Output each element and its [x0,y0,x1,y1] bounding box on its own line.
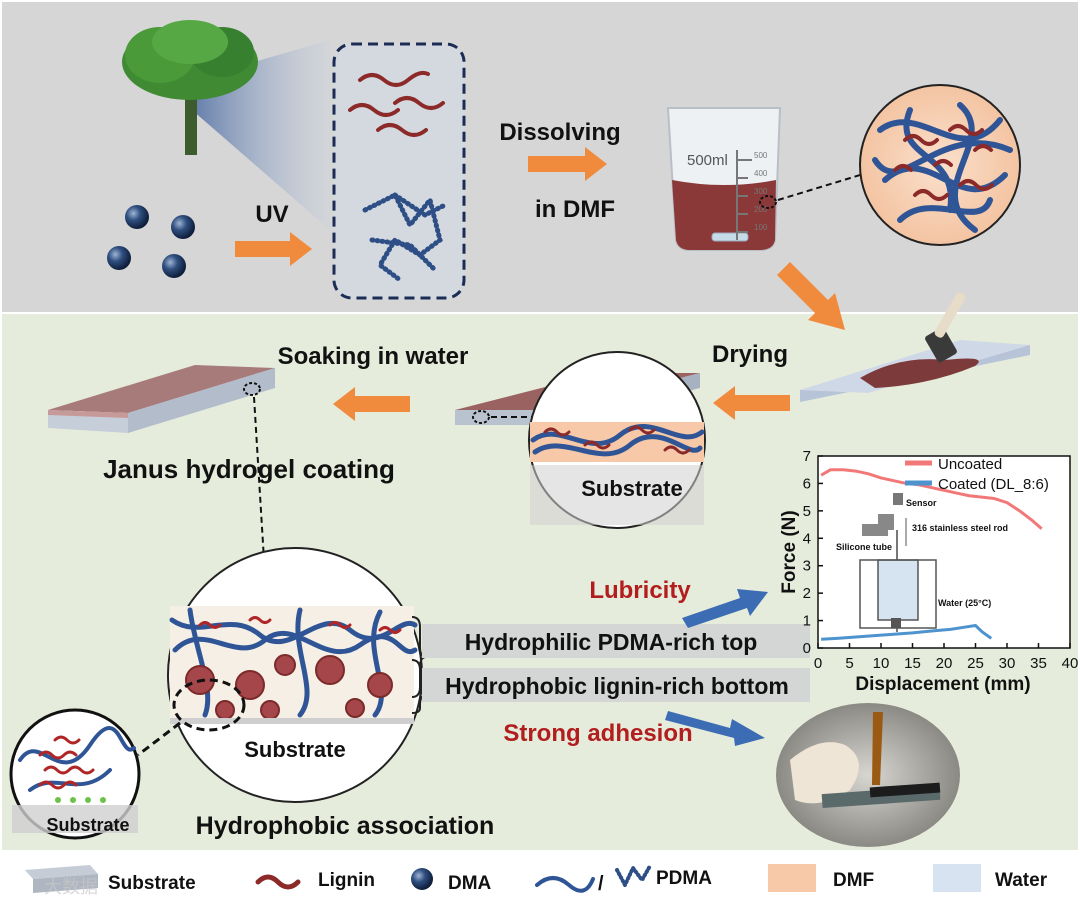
tree-icon [122,20,330,230]
uv-arrow [235,232,312,266]
association-zoom-marker [172,678,246,732]
dried-film-substrate-label: Substrate [581,476,682,501]
legend-pdma-network-icon [615,864,652,890]
y-tick-label: 1 [803,613,811,630]
beaker-scale-100: 100 [754,223,768,232]
adhesion-arrow [665,711,765,746]
x-tick-label: 10 [873,655,890,672]
watermark-text: 大数据 [44,877,98,897]
layer-bottom-label: Hydrophobic lignin-rich bottom [445,673,789,699]
inset-tube-label: Silicone tube [836,542,892,552]
association-substrate-label: Substrate [46,815,129,835]
y-tick-label: 4 [803,530,811,547]
legend-substrate-icon [25,865,98,893]
layer-top-label: Hydrophilic PDMA-rich top [465,629,758,655]
janus-structure-zoom [167,547,423,803]
y-tick-label: 2 [803,585,811,602]
series-line-coated [821,624,993,641]
legend-water-swatch [933,864,981,892]
beaker-scale-500: 500 [754,151,768,160]
soaking-label: Soaking in water [278,343,469,370]
beaker-scale-200: 200 [754,205,768,214]
layer-bottom-box [422,668,810,702]
janus-zoom-line [253,396,265,561]
layer-top-box [422,624,810,658]
dissolving-arrow [528,147,607,181]
apparatus-inset [859,493,937,632]
to-brush-arrow [777,262,845,330]
lubricity-arrow [682,589,768,628]
pdma-network-icon [362,191,448,283]
y-tick-label: 0 [803,640,811,657]
legend-pdma-chain-icon [535,876,595,893]
legend-dma-label: DMA [448,873,492,894]
x-tick-label: 20 [936,655,953,672]
dma-monomer-icons [107,205,195,278]
association-zoom-line [137,721,181,757]
inset-sensor-label: Sensor [906,498,937,508]
coating-zoom-marker [472,410,490,424]
series-line-uncoated [820,468,1043,530]
lubricity-label: Lubricity [589,577,691,604]
beaker-icon [666,107,782,251]
hydrophobic-association-label: Hydrophobic association [196,812,495,840]
drying-arrow [713,386,790,420]
janus-coating-title: Janus hydrogel coating [103,454,395,484]
adhesion-photo [776,703,960,847]
legend-dmf-label: DMF [833,870,874,891]
force-displacement-chart: Sensor 316 stainless steel rod Silicone … [779,448,1078,695]
y-tick-label: 3 [803,558,811,575]
janus-coating-slide [48,365,275,433]
janus-zoom-marker [243,382,261,396]
inset-rod-label: 316 stainless steel rod [912,523,1008,533]
x-tick-label: 5 [845,655,853,672]
x-tick-label: 0 [814,655,822,672]
beaker-scale-400: 400 [754,169,768,178]
uv-label: UV [255,201,288,228]
y-tick-label: 7 [803,448,811,465]
legend-substrate-label: Substrate [108,873,196,894]
legend-dmf-swatch [768,864,816,892]
chart-ylabel: Force (N) [779,510,800,593]
legend-label-coated: Coated (DL_8:6) [938,476,1049,493]
dried-film-zoom [528,351,706,529]
beaker-scale-300: 300 [754,187,768,196]
beaker-volume-label: 500ml [687,152,728,169]
legend-dma-icon [411,868,433,890]
x-tick-label: 35 [1030,655,1047,672]
x-tick-label: 25 [967,655,984,672]
legend-water-label: Water [995,870,1048,891]
lignin-chain-icons [348,70,445,137]
y-tick-label: 5 [803,503,811,520]
legend-lignin-icon [255,874,301,890]
in-dmf-label: in DMF [535,196,615,223]
legend-background [2,852,1078,903]
drying-label: Drying [712,341,788,368]
y-tick-label: 6 [803,475,811,492]
brush-coating-slide [800,292,1030,402]
legend-pdma-separator: / [598,873,604,895]
dmf-solution-zoom [859,84,1021,246]
dashed-molecule-box [332,42,466,300]
x-tick-label: 30 [999,655,1016,672]
hydrophobic-association-zoom [9,708,141,840]
janus-substrate-label: Substrate [244,737,345,762]
legend-label-uncoated: Uncoated [938,456,1002,473]
x-tick-label: 40 [1062,655,1079,672]
dissolving-label: Dissolving [499,119,620,146]
legend-pdma-label: PDMA [656,868,712,889]
beaker-zoom-line [777,171,871,201]
chart-xlabel: Displacement (mm) [855,674,1030,695]
soaking-arrow [333,387,410,421]
x-tick-label: 15 [904,655,921,672]
legend-lignin-label: Lignin [318,870,375,891]
legend-bar: Substrate Lignin DMA / PDMA DMF Water [25,864,1048,895]
beaker-zoom-marker [759,195,777,209]
adhesion-label: Strong adhesion [503,720,692,747]
inset-water-label: Water (25°C) [938,598,991,608]
